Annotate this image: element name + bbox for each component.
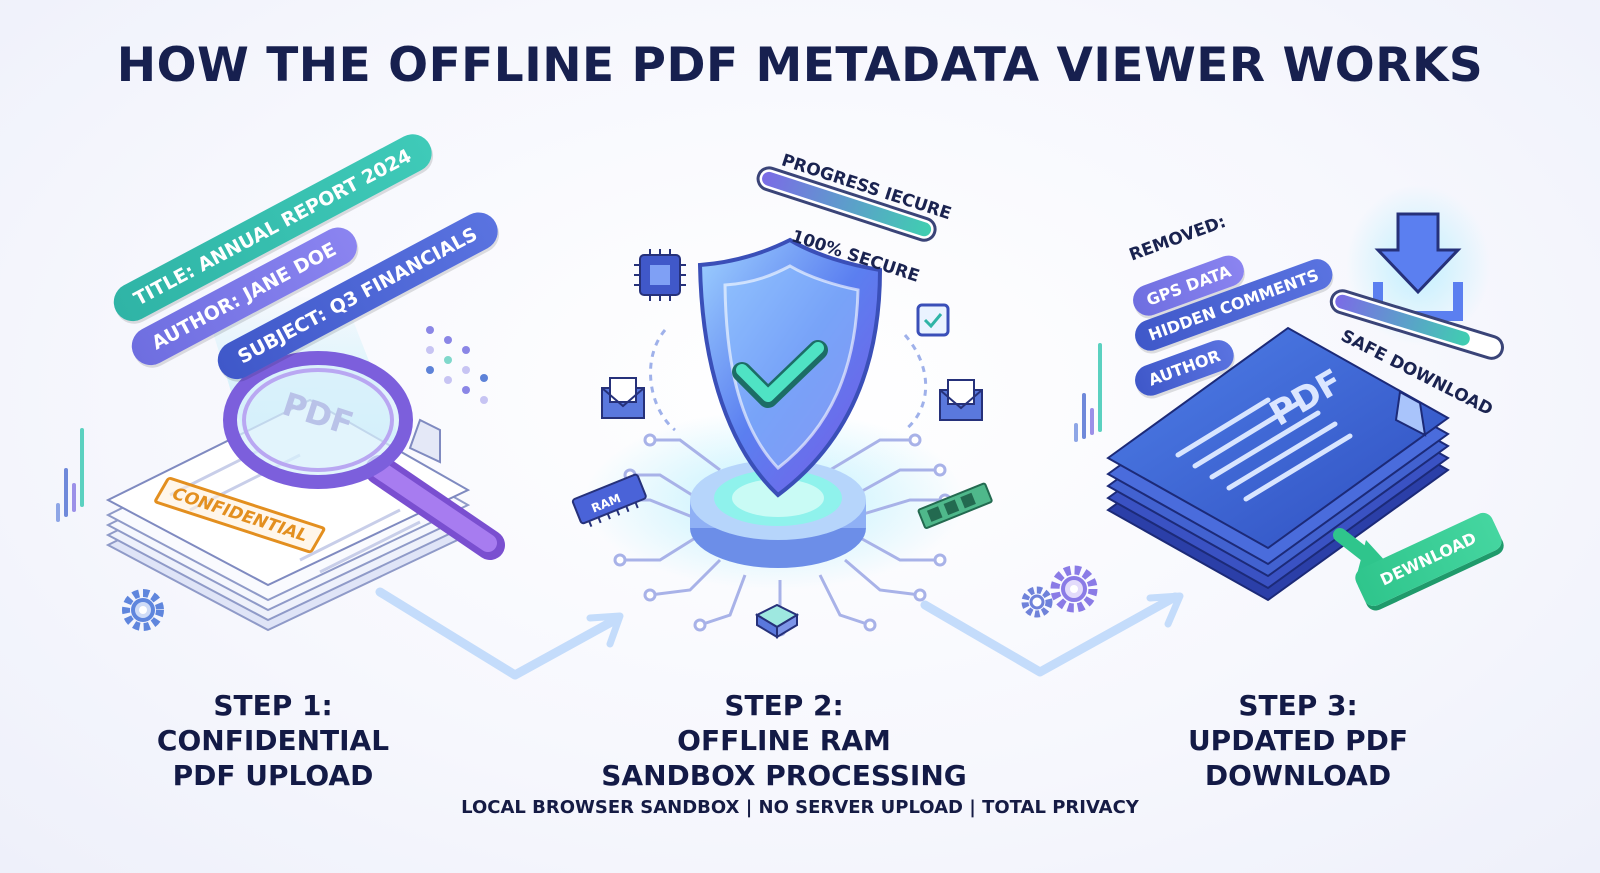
circuit-traces [615, 438, 945, 627]
shield-check-icon [697, 237, 883, 498]
ram-chip [571, 473, 647, 528]
envelope-icon [939, 379, 983, 421]
sd-card-icon [754, 603, 800, 639]
flow-arrow-2 [920, 592, 1184, 677]
gear-icon [1021, 586, 1053, 618]
document-stack-icon [1106, 326, 1450, 602]
step1-number: STEP 1: [213, 689, 333, 722]
checkbox-icon [916, 303, 950, 337]
step3-caption: STEP 3: UPDATED PDF DOWNLOAD [1088, 688, 1508, 793]
step1-line2: CONFIDENTIAL [156, 724, 390, 757]
cpu-chip-icon [634, 249, 686, 301]
step2-illustration [571, 166, 993, 639]
safe-download-bar [1329, 289, 1504, 360]
flow-arrow-1 [375, 587, 624, 680]
step1-caption: STEP 1: CONFIDENTIAL PDF UPLOAD [63, 688, 483, 793]
step3-line3: DOWNLOAD [1204, 759, 1392, 792]
gear-icon [1050, 565, 1098, 613]
step3-number: STEP 3: [1238, 689, 1358, 722]
magnifying-glass-icon [223, 351, 505, 560]
footer-tagline: LOCAL BROWSER SANDBOX | NO SERVER UPLOAD… [461, 797, 1139, 818]
gear-icon [122, 589, 164, 631]
step3-line2: UPDATED PDF [1187, 724, 1409, 757]
progress-bar [756, 166, 937, 242]
step2-caption: STEP 2: OFFLINE RAM SANDBOX PROCESSING [574, 688, 994, 793]
page-title: HOW THE OFFLINE PDF METADATA VIEWER WORK… [116, 38, 1484, 93]
step1-line3: PDF UPLOAD [172, 759, 374, 792]
step2-line2: OFFLINE RAM [677, 724, 891, 757]
step2-number: STEP 2: [724, 689, 844, 722]
envelope-icon [601, 377, 645, 419]
step2-line3: SANDBOX PROCESSING [601, 759, 967, 792]
shield-pedestal [690, 460, 866, 568]
step3-illustration [1021, 185, 1504, 618]
ram-stick-icon [917, 482, 993, 529]
